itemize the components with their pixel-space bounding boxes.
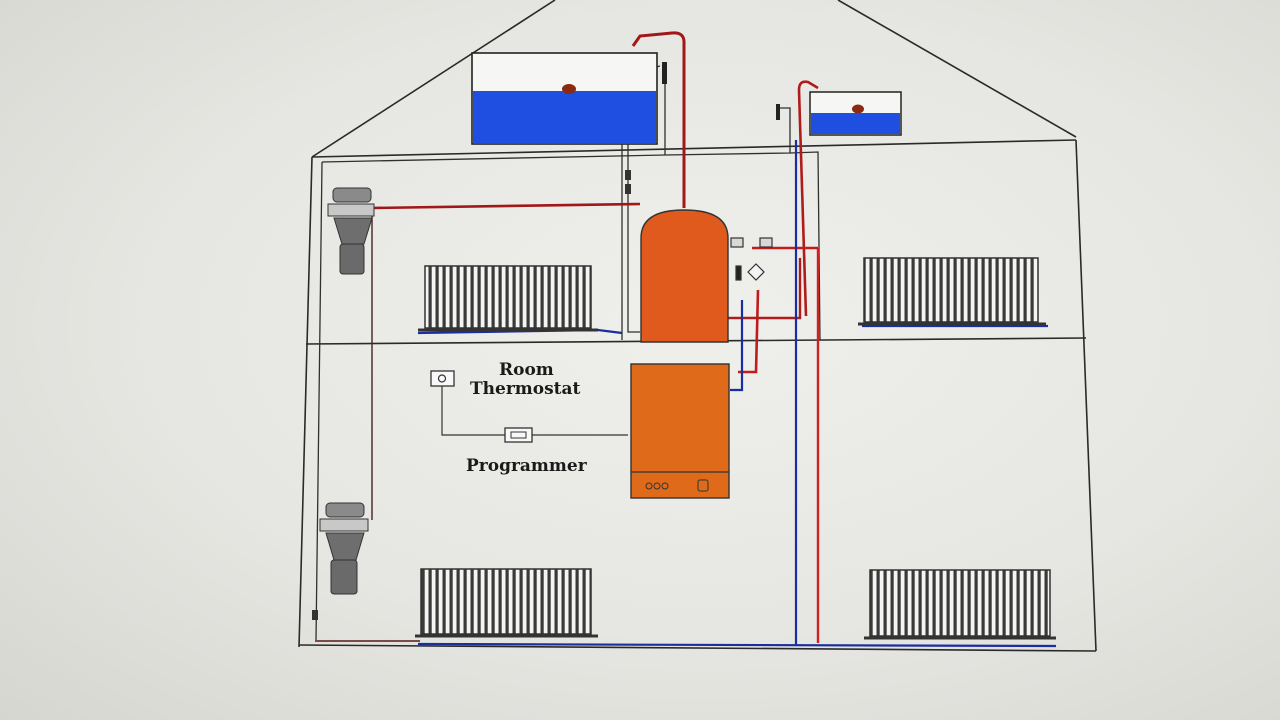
cold-water-tank [471,52,667,145]
ground-line [298,644,1097,652]
roof-line [311,0,556,158]
pump-icon [747,263,765,281]
heating-return-pipes [417,140,1057,648]
expansion-tank-water [811,113,900,134]
vent-pipe-main [631,31,686,208]
tank-water [473,91,656,143]
programmer-label: Programmer [466,456,587,476]
left-wall [298,156,313,648]
isolating-valves [312,170,631,620]
right-wall [1075,139,1097,652]
radiator-icon [418,265,598,332]
upper-flow-pipe [371,202,641,210]
roof-line-right [837,0,1077,138]
vent-pipe-small [797,80,819,317]
programmer-icon [504,427,533,443]
hot-water-cylinder [640,209,729,343]
room-thermostat-label-line1: Room [499,360,554,380]
boiler [630,363,730,499]
radiator-valve-icon [327,187,375,275]
cold-feed-pipes [315,65,858,641]
eaves-line [311,139,1077,158]
room-thermostat-label-line2: Thermostat [470,379,581,399]
thermostat-icon [430,370,455,387]
control-wiring [441,386,628,436]
heating-flow-pipes [371,31,820,643]
radiator-valve-icon [319,502,369,595]
ball-valve-float [562,84,576,94]
pump-and-valves [730,237,773,281]
coil-flow-pipe [728,258,802,320]
feed-expansion-tank [776,91,902,136]
radiator-icon [415,568,598,638]
radiator-icon [864,569,1056,640]
radiator-icon [858,257,1046,326]
